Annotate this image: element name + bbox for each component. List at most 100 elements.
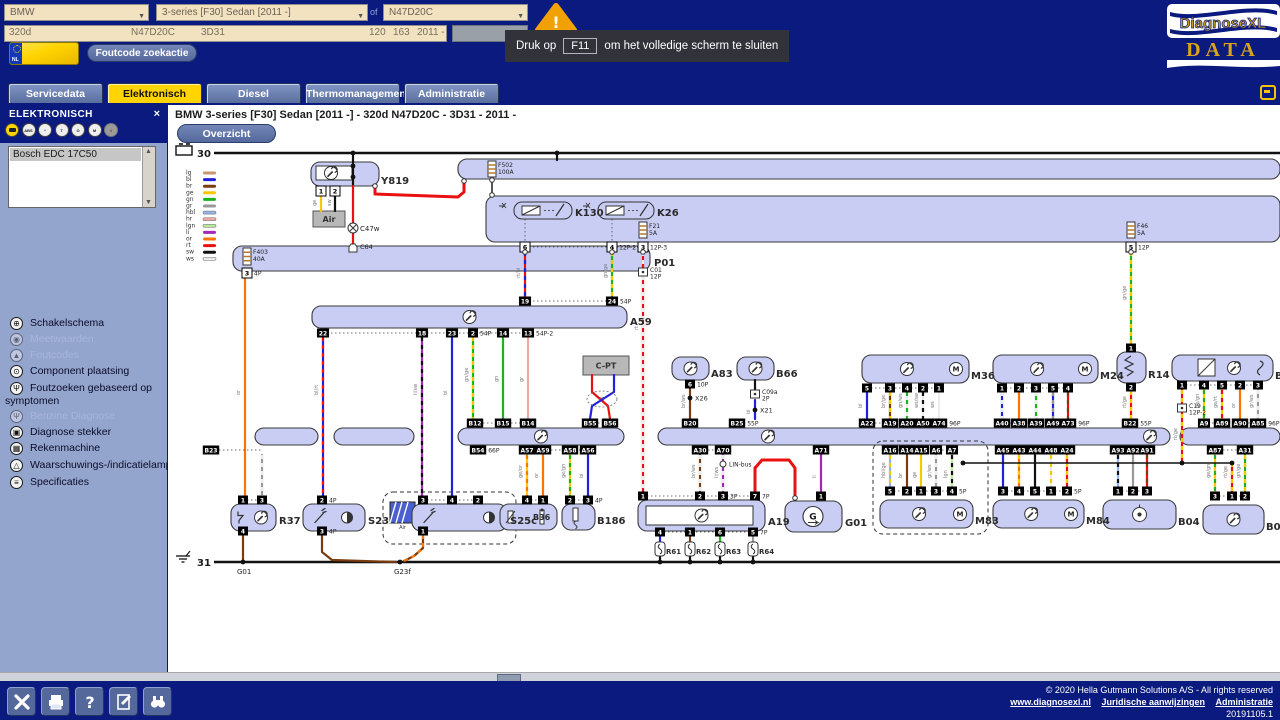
component-M84[interactable] — [992, 499, 1085, 529]
fuse-F403[interactable] — [242, 247, 252, 266]
component-Y819[interactable] — [310, 161, 380, 187]
sidebar-item-location-3[interactable]: ⊙Component plaatsing — [10, 365, 160, 378]
glowplug-R64[interactable] — [747, 541, 759, 557]
svg-text:5: 5 — [1129, 244, 1134, 252]
svg-text:3: 3 — [260, 497, 264, 504]
svg-text:LIN-bus: LIN-bus — [729, 462, 752, 469]
pin-3 — [418, 495, 428, 505]
sidebar-item-gauge-1[interactable]: ◉Meetwaarden — [10, 333, 160, 346]
svg-text:S23: S23 — [368, 516, 389, 527]
relay-K26[interactable] — [583, 201, 655, 220]
svg-text:2: 2 — [1065, 488, 1069, 495]
help-button[interactable]: ? — [75, 687, 104, 716]
svg-text:DATA: DATA — [1186, 39, 1260, 61]
svg-text:10P: 10P — [697, 381, 709, 388]
fuse-F21[interactable] — [638, 221, 648, 239]
svg-text:1: 1 — [241, 497, 245, 504]
component-S25c[interactable] — [411, 503, 508, 532]
svg-text:!: ! — [552, 13, 559, 32]
info-icon[interactable]: i — [104, 123, 118, 137]
glowplug-R61[interactable] — [654, 541, 666, 557]
listbox-selected-item[interactable]: Bosch EDC 17C50 — [10, 148, 141, 161]
model-select[interactable]: 3-series [F30] Sedan [2011 -]▼ — [156, 4, 368, 21]
component-S23[interactable] — [302, 503, 366, 532]
pin-5 — [748, 527, 758, 537]
make-select[interactable]: BMW▼ — [4, 4, 149, 21]
report-button[interactable] — [109, 687, 138, 716]
system-listbox[interactable]: Bosch EDC 17C50 ▲ ▼ — [8, 146, 156, 208]
tab-administratie[interactable]: Administratie — [404, 83, 499, 103]
component-M83[interactable] — [879, 499, 974, 529]
print-button[interactable] — [41, 687, 70, 716]
foutcode-search-button[interactable]: Foutcode zoekactie — [87, 44, 197, 62]
scroll-down-icon[interactable]: ▼ — [145, 199, 152, 206]
tab-elektronisch[interactable]: Elektronisch — [107, 83, 202, 103]
sidebar-item-specs-9[interactable]: ≡Specificaties — [10, 476, 160, 489]
tab-servicedata[interactable]: Servicedata — [8, 83, 103, 103]
svg-text:Air: Air — [323, 215, 336, 224]
listbox-scrollbar[interactable]: ▲ ▼ — [142, 147, 155, 207]
svg-text:X26: X26 — [695, 395, 708, 403]
component-B66[interactable] — [736, 356, 775, 381]
component-M24[interactable] — [992, 354, 1099, 384]
comfort-icon[interactable]: M — [87, 123, 102, 137]
svg-text:12P-2: 12P-2 — [1189, 410, 1206, 417]
search-button[interactable] — [143, 687, 172, 716]
sidebar-item-circuit-0[interactable]: ⊕Schakelschema — [10, 317, 160, 330]
scroll-up-icon[interactable]: ▲ — [145, 148, 152, 155]
component-B36[interactable] — [499, 503, 558, 531]
component-B05[interactable] — [1202, 504, 1265, 535]
tab-diesel[interactable]: Diesel — [206, 83, 301, 103]
component-B04[interactable] — [1102, 499, 1177, 530]
component-P01[interactable] — [232, 245, 651, 272]
link-admin[interactable]: Administratie — [1215, 697, 1273, 707]
svg-text:F403: F403 — [253, 249, 268, 256]
vehicle-type: 320d — [9, 27, 32, 38]
engine-icon[interactable] — [5, 123, 19, 137]
link-legal[interactable]: Juridische aanwijzingen — [1101, 697, 1205, 707]
pin-A48 — [1042, 445, 1060, 455]
sidebar-item-calculator-7[interactable]: ▦Rekenmachine — [10, 442, 160, 455]
tab-thermomanagement[interactable]: Thermomanagement — [305, 83, 409, 103]
wire-color-label: gn/ws — [898, 393, 904, 408]
close-icon[interactable]: × — [153, 108, 160, 120]
component-B16[interactable] — [1171, 354, 1274, 382]
svg-text:5: 5 — [888, 488, 892, 495]
relay-K130[interactable] — [499, 201, 573, 220]
svg-text:1: 1 — [1000, 385, 1004, 392]
pin-A43 — [1010, 445, 1028, 455]
glowplug-R63[interactable] — [714, 541, 726, 557]
overview-button[interactable]: Overzicht — [177, 124, 276, 143]
chassis-icon[interactable]: O — [71, 123, 85, 137]
close-button[interactable] — [7, 687, 36, 716]
component-A59[interactable] — [311, 305, 628, 329]
component-CPT[interactable] — [582, 355, 630, 376]
fuse-F46[interactable] — [1126, 221, 1136, 239]
link-website[interactable]: www.diagnosexl.nl — [1010, 697, 1091, 707]
airbag-icon[interactable]: * — [38, 123, 52, 137]
component-B186[interactable] — [561, 503, 596, 531]
svg-text:A71: A71 — [815, 447, 828, 454]
component-M36[interactable] — [861, 354, 970, 384]
component-airhatch[interactable] — [389, 501, 416, 524]
wire-color-label: gn — [494, 376, 500, 382]
pin-A71 — [812, 445, 830, 455]
component-G01[interactable] — [784, 500, 843, 533]
component-R37[interactable] — [230, 503, 277, 532]
license-plate-input[interactable]: NL — [9, 42, 79, 65]
engine-select[interactable]: N47D20C▼ — [383, 4, 528, 21]
component-A83[interactable] — [671, 356, 710, 381]
component-Air[interactable] — [312, 210, 346, 228]
component-A19[interactable] — [637, 499, 766, 532]
transmission-icon[interactable]: T — [54, 123, 69, 137]
glowplug-R62[interactable] — [684, 541, 696, 557]
pin-1 — [1227, 491, 1237, 501]
fuse-F502[interactable] — [487, 160, 497, 178]
sidebar-item-fault-2[interactable]: ▲Foutcodes — [10, 349, 160, 362]
sidebar-item-connector-6[interactable]: ▣Diagnose stekker — [10, 426, 160, 439]
sidebar-item-warning-lamp-8[interactable]: △Waarschuwings-/indicatielampjes — [10, 459, 185, 472]
abs-icon[interactable]: ABS — [21, 123, 36, 137]
horizontal-scrollbar[interactable] — [0, 672, 1280, 682]
